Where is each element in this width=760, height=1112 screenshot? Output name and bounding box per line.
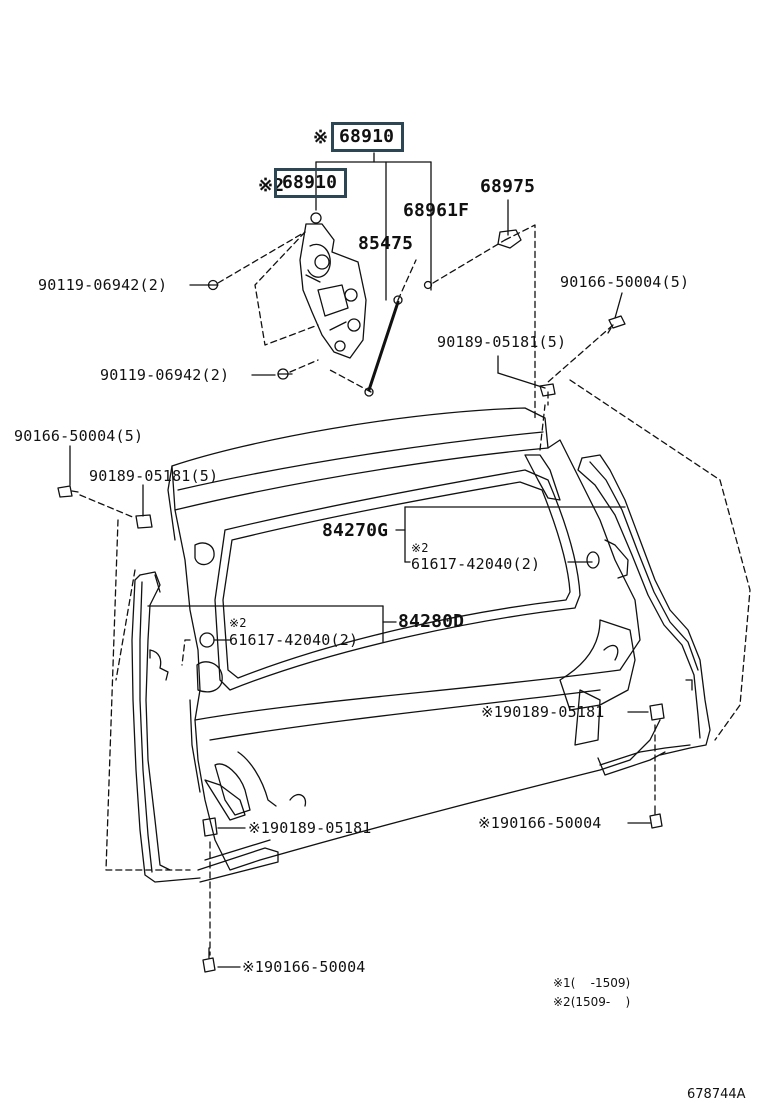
callout-68910-lower[interactable]: 68910 bbox=[274, 168, 348, 198]
weatherstrip-84270G bbox=[577, 454, 711, 776]
lock-assembly-68910 bbox=[299, 212, 367, 359]
figure-number: 678744A bbox=[687, 1087, 746, 1102]
legend-line-2: ※2(1509- ) bbox=[553, 995, 631, 1009]
callout-90166-x1-right[interactable]: ※190166-50004 bbox=[478, 814, 602, 832]
callout-90166-x1-left[interactable]: ※190166-50004 bbox=[242, 958, 366, 976]
callout-90189-x1-right[interactable]: ※190189-05181 bbox=[481, 703, 605, 721]
callout-90189-right[interactable]: 90189-05181(5) bbox=[437, 333, 567, 351]
mark-68910-top: ※ bbox=[313, 127, 329, 148]
callout-85475[interactable]: 85475 bbox=[358, 233, 414, 254]
callout-84280D[interactable]: 84280D bbox=[398, 611, 465, 632]
back-door-panel bbox=[149, 407, 661, 871]
callout-90189-left[interactable]: 90189-05181(5) bbox=[89, 467, 219, 485]
dashed-guides bbox=[79, 224, 751, 956]
callout-90166-left[interactable]: 90166-50004(5) bbox=[14, 427, 144, 445]
leader-lines bbox=[69, 152, 651, 968]
callout-68910-top[interactable]: 68910 bbox=[331, 122, 405, 152]
weatherstrip-84280D bbox=[131, 571, 279, 883]
callout-90119-a[interactable]: 90119-06942(2) bbox=[38, 276, 168, 294]
mark-68910-lower: ※2 bbox=[258, 175, 285, 196]
callout-61617-b[interactable]: 61617-42040(2) bbox=[229, 631, 359, 649]
callout-90166-right[interactable]: 90166-50004(5) bbox=[560, 273, 690, 291]
callout-61617-a[interactable]: 61617-42040(2) bbox=[411, 555, 541, 573]
callout-90119-b[interactable]: 90119-06942(2) bbox=[100, 366, 230, 384]
note-x2-b: ※2 bbox=[229, 616, 247, 630]
rod-85475 bbox=[364, 295, 403, 397]
fasteners bbox=[57, 229, 665, 973]
note-x2-a: ※2 bbox=[411, 541, 429, 555]
callout-68975[interactable]: 68975 bbox=[480, 176, 536, 197]
callout-90189-x1-left[interactable]: ※190189-05181 bbox=[248, 819, 372, 837]
callout-84270G[interactable]: 84270G bbox=[322, 520, 389, 541]
legend-line-1: ※1( -1509) bbox=[553, 976, 631, 990]
callout-68961F[interactable]: 68961F bbox=[403, 200, 470, 221]
